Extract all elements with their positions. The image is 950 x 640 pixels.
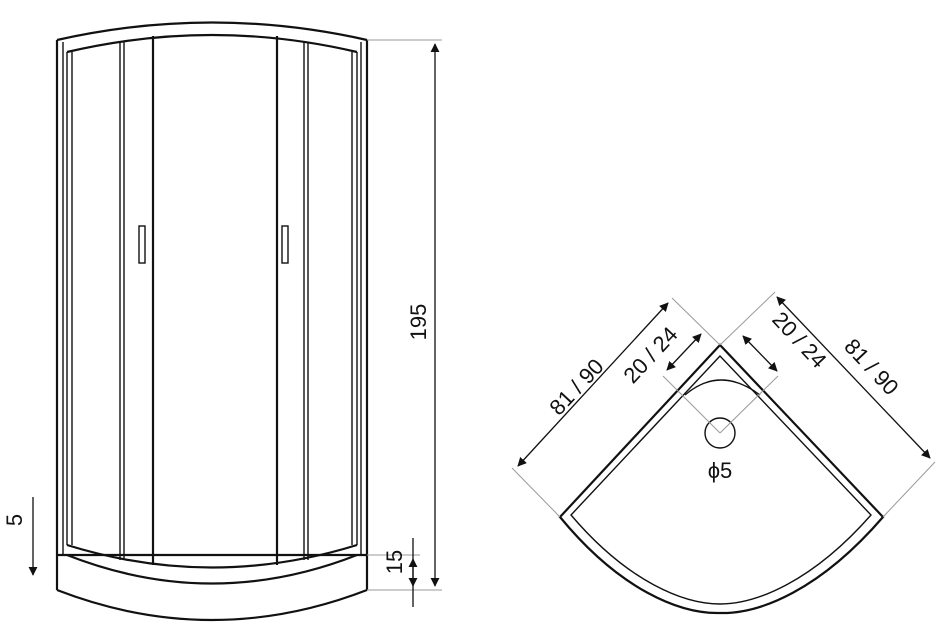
left-drain-offset-label: 20 / 24 [618, 322, 682, 388]
right-door-handle [281, 225, 289, 264]
drain-circle [704, 417, 736, 449]
top-frame-outer [56, 21, 368, 42]
left-drain-offset-dimension-line [666, 333, 702, 371]
top-view: ϕ5 81 / 90 81 / 90 20 / 24 20 / 24 [511, 291, 936, 615]
tray-inner-outline [570, 354, 872, 605]
tray-outline [558, 343, 885, 615]
right-side-label: 81 / 90 [839, 334, 903, 400]
tray-height-label: 15 [382, 550, 407, 574]
drain-diameter-label: ϕ5 [708, 458, 733, 483]
left-side-label: 81 / 90 [544, 354, 608, 420]
door-bottom-arc [66, 543, 358, 569]
right-drain-offset-label: 20 / 24 [767, 307, 831, 373]
right-side-dimension-line [776, 296, 931, 459]
left-door-handle [138, 225, 146, 264]
floor-offset-label: 5 [2, 514, 27, 526]
basin-corner-arc [684, 379, 761, 396]
top-frame-inner [66, 33, 358, 54]
height-label: 195 [406, 304, 431, 341]
left-side-dimension-line [517, 302, 669, 467]
right-drain-offset-dimension-line [742, 335, 778, 372]
shower-tray-front [55, 553, 369, 622]
front-view: 195 15 5 [2, 21, 442, 622]
vertical-profiles [55, 36, 369, 565]
